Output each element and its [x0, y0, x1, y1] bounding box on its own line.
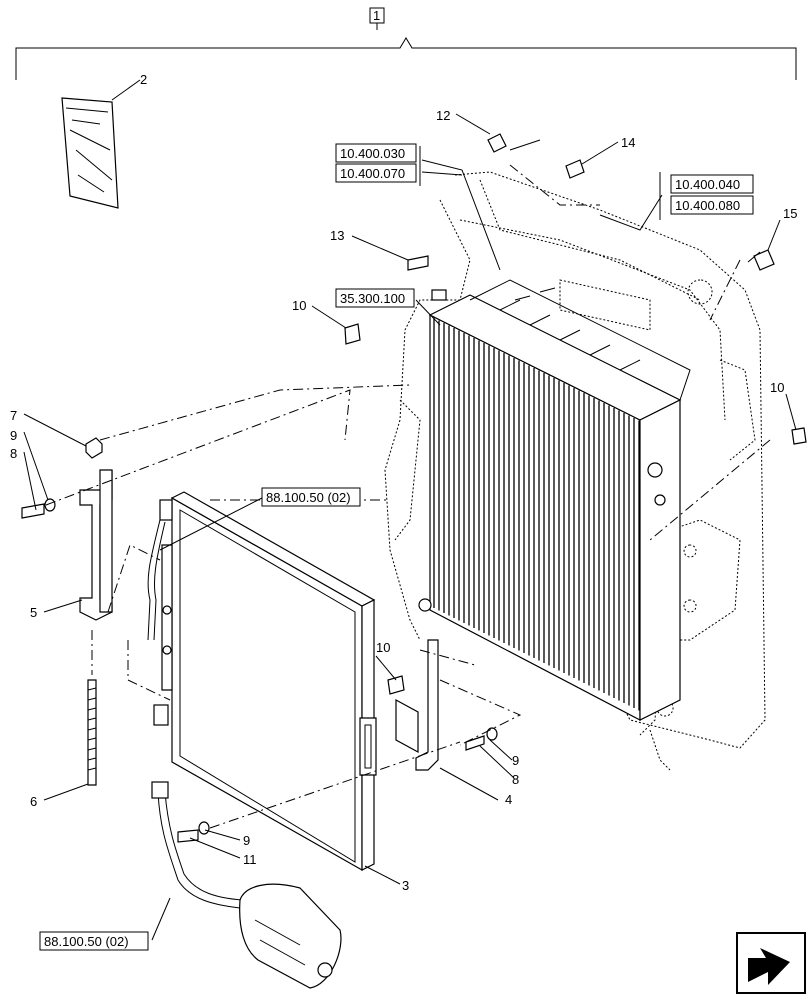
radiator-assembly [384, 171, 766, 771]
condenser [153, 491, 377, 872]
assembly-number: 1 [373, 8, 380, 23]
small-hardware [344, 133, 807, 445]
callout-15: 15 [783, 206, 797, 221]
callout-13: 13 [330, 228, 344, 243]
callout-10a: 10 [292, 298, 306, 313]
callout-6: 6 [30, 794, 37, 809]
callout-2: 2 [140, 72, 147, 87]
callout-3: 3 [402, 878, 409, 893]
callout-10b: 10 [770, 380, 784, 395]
bracket-left [21, 437, 113, 786]
callout-14: 14 [621, 135, 635, 150]
ref-10-400-040[interactable]: 10.400.040 [675, 177, 740, 192]
leaders [23, 79, 797, 941]
ref-10-400-070[interactable]: 10.400.070 [340, 166, 405, 181]
callout-8a: 8 [10, 446, 17, 461]
ref-10-400-080[interactable]: 10.400.080 [675, 198, 740, 213]
ref-88-100-50-lower[interactable]: 88.100.50 (02) [44, 934, 129, 949]
callout-4: 4 [505, 792, 512, 807]
hose-and-drier [147, 519, 342, 989]
ref-10-400-030[interactable]: 10.400.030 [340, 146, 405, 161]
ref-35-300-100[interactable]: 35.300.100 [340, 291, 405, 306]
reference-boxes: 10.400.030 10.400.070 10.400.040 10.400.… [39, 143, 754, 951]
callout-12: 12 [436, 108, 450, 123]
callout-9b: 9 [512, 753, 519, 768]
callout-labels: 2 12 14 15 13 10 10 10 7 9 8 5 6 3 4 9 8… [10, 72, 797, 893]
callout-11: 11 [243, 852, 257, 867]
bracket-right [177, 639, 498, 843]
callout-7: 7 [10, 408, 17, 423]
callout-9c: 9 [243, 833, 250, 848]
assembly-bracket: 1 [15, 7, 797, 80]
callout-9a: 9 [10, 428, 17, 443]
callout-5: 5 [30, 605, 37, 620]
ref-88-100-50-upper[interactable]: 88.100.50 (02) [266, 490, 351, 505]
manual-booklet [61, 97, 119, 209]
callout-8b: 8 [512, 772, 519, 787]
radiator-fins [433, 318, 640, 711]
callout-10c: 10 [376, 640, 390, 655]
next-page-arrow-icon[interactable] [736, 932, 806, 994]
